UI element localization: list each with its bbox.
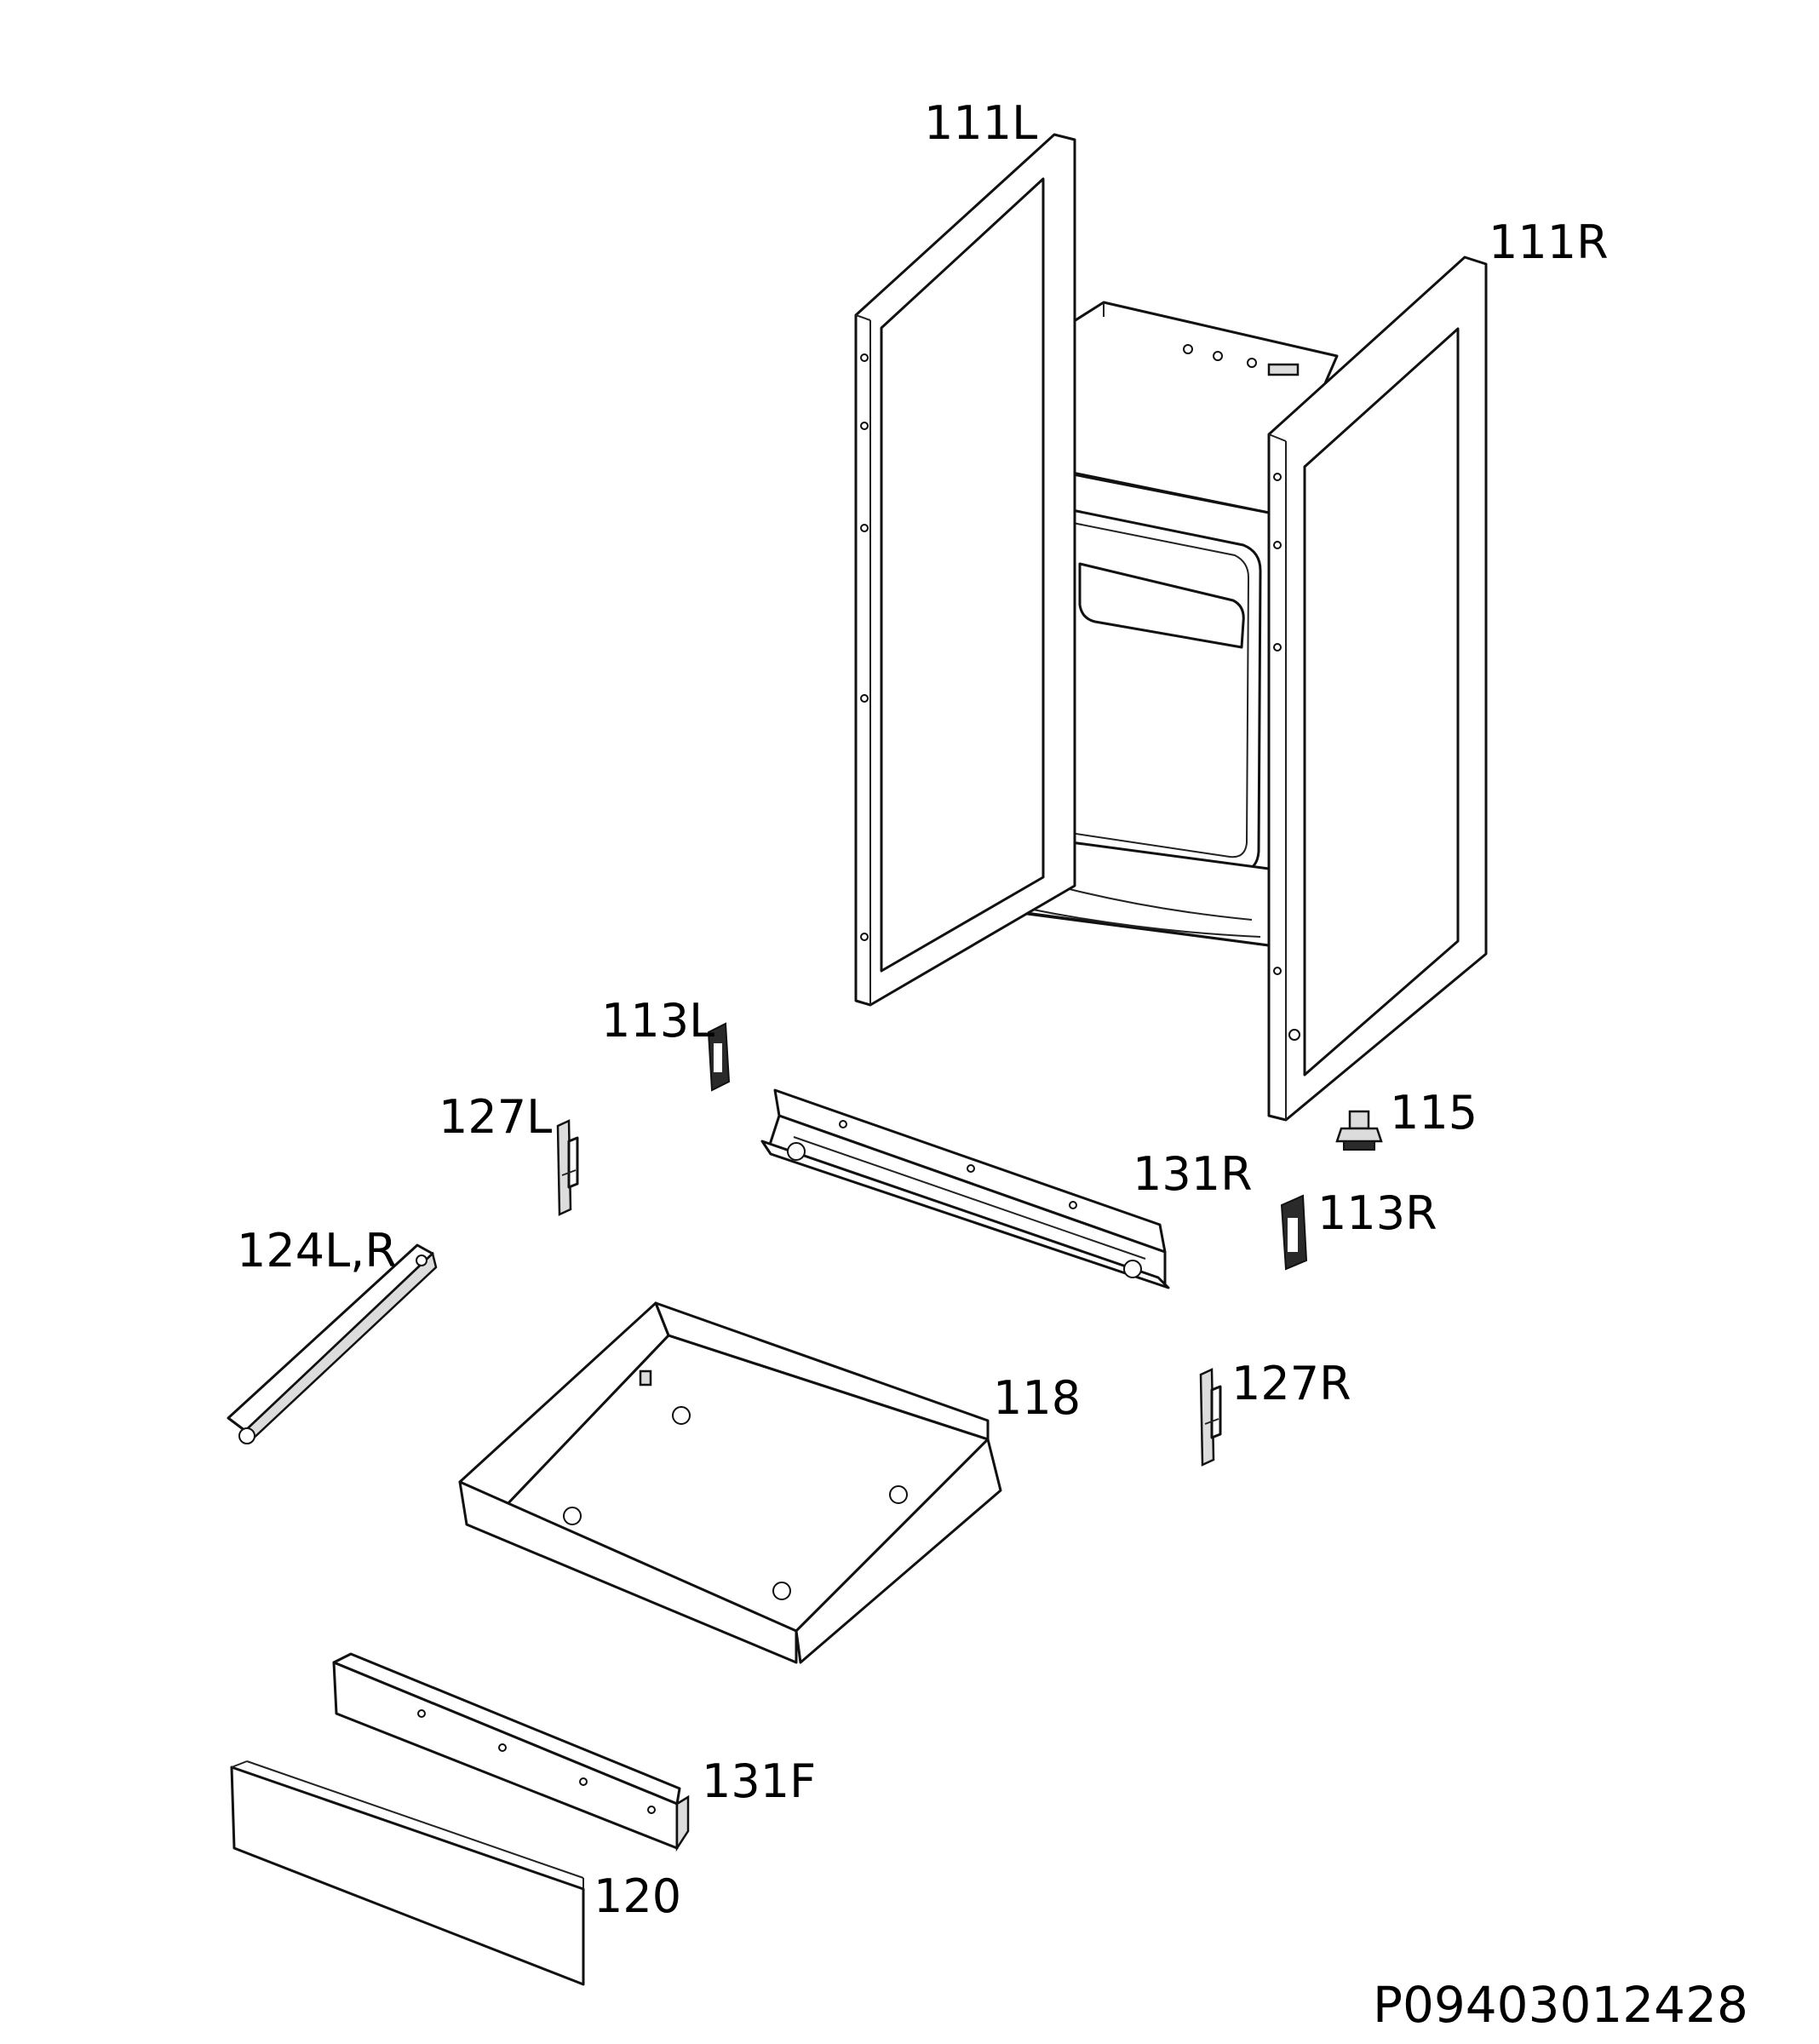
part-131r-rear-rail (760, 1088, 1170, 1289)
label-127r: 127R (1231, 1357, 1351, 1410)
part-127r-bracket (1199, 1368, 1222, 1467)
label-111r: 111R (1489, 215, 1609, 269)
label-120: 120 (594, 1869, 682, 1923)
part-113l-hinge-receiver (707, 1022, 731, 1092)
part-127l-bracket (556, 1119, 579, 1216)
part-124lr-drawer-slide (227, 1243, 438, 1445)
label-113r: 113R (1317, 1186, 1437, 1240)
part-115-leveling-leg (1335, 1110, 1383, 1151)
label-118: 118 (993, 1371, 1082, 1425)
label-113l: 113L (601, 994, 715, 1048)
document-id: P09403012428 (1373, 1976, 1748, 2034)
part-131f-front-rail (332, 1652, 690, 1852)
part-118-drawer-box (458, 1301, 1002, 1664)
part-120-drawer-front-panel (230, 1760, 585, 1986)
part-113r-hinge-receiver (1280, 1194, 1308, 1271)
part-111r-right-side-panel (1267, 256, 1488, 1122)
part-111l-left-side-panel (854, 133, 1076, 1007)
label-127l: 127L (439, 1090, 553, 1144)
label-111l: 111L (924, 96, 1038, 150)
label-131r: 131R (1133, 1147, 1253, 1201)
label-131f: 131F (702, 1754, 817, 1808)
label-115: 115 (1390, 1086, 1478, 1140)
label-124lr: 124L,R (237, 1224, 397, 1278)
